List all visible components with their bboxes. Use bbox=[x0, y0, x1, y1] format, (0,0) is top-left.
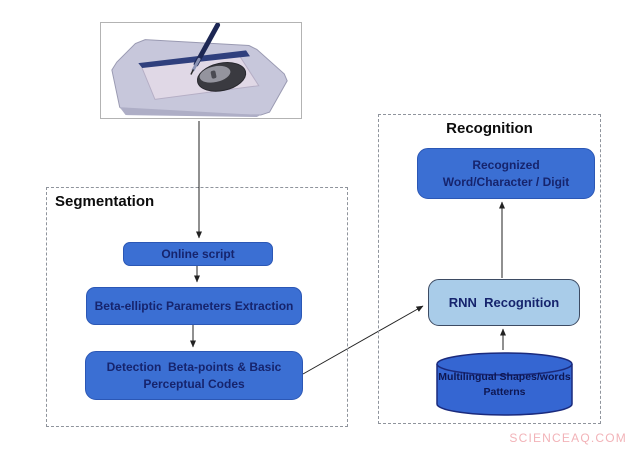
database-label: Multilingual Shapes/words Patterns bbox=[436, 370, 573, 400]
node-recognized-output: Recognized Word/Character / Digit bbox=[417, 148, 595, 199]
database-icon bbox=[436, 352, 573, 416]
pen-icon bbox=[190, 23, 221, 75]
graphics-tablet-icon bbox=[111, 23, 288, 118]
database-label-line1: Multilingual Shapes/words bbox=[438, 371, 571, 383]
node-detection-line2: Perceptual Codes bbox=[143, 376, 245, 391]
tablet-menu-strip bbox=[138, 50, 250, 69]
node-rnn-recognition: RNN Recognition bbox=[428, 279, 580, 326]
node-recognized-line2: Word/Character / Digit bbox=[442, 174, 570, 189]
segmentation-title: Segmentation bbox=[55, 193, 155, 210]
tablet-bevel bbox=[119, 107, 261, 118]
segmentation-group: Segmentation bbox=[46, 187, 348, 427]
node-detection: Detection Beta-points & Basic Perceptual… bbox=[85, 351, 303, 400]
recognition-title: Recognition bbox=[446, 120, 533, 137]
recognition-group: Recognition bbox=[378, 114, 601, 424]
tablet-photo bbox=[100, 22, 302, 119]
node-detection-line1: Detection Beta-points & Basic bbox=[106, 360, 282, 375]
node-recognized-line1: Recognized bbox=[472, 158, 540, 173]
node-beta-elliptic-label: Beta-elliptic Parameters Extraction bbox=[94, 298, 294, 313]
node-beta-elliptic: Beta-elliptic Parameters Extraction bbox=[86, 287, 302, 325]
node-online-script-label: Online script bbox=[161, 246, 235, 261]
mouse-icon bbox=[196, 62, 247, 92]
database-label-line2: Patterns bbox=[483, 386, 526, 399]
node-rnn-label: RNN Recognition bbox=[448, 294, 560, 310]
watermark-text: SCIENCEAQ.COM bbox=[509, 431, 627, 445]
database-cylinder: Multilingual Shapes/words Patterns bbox=[436, 352, 573, 416]
node-online-script: Online script bbox=[123, 242, 273, 266]
